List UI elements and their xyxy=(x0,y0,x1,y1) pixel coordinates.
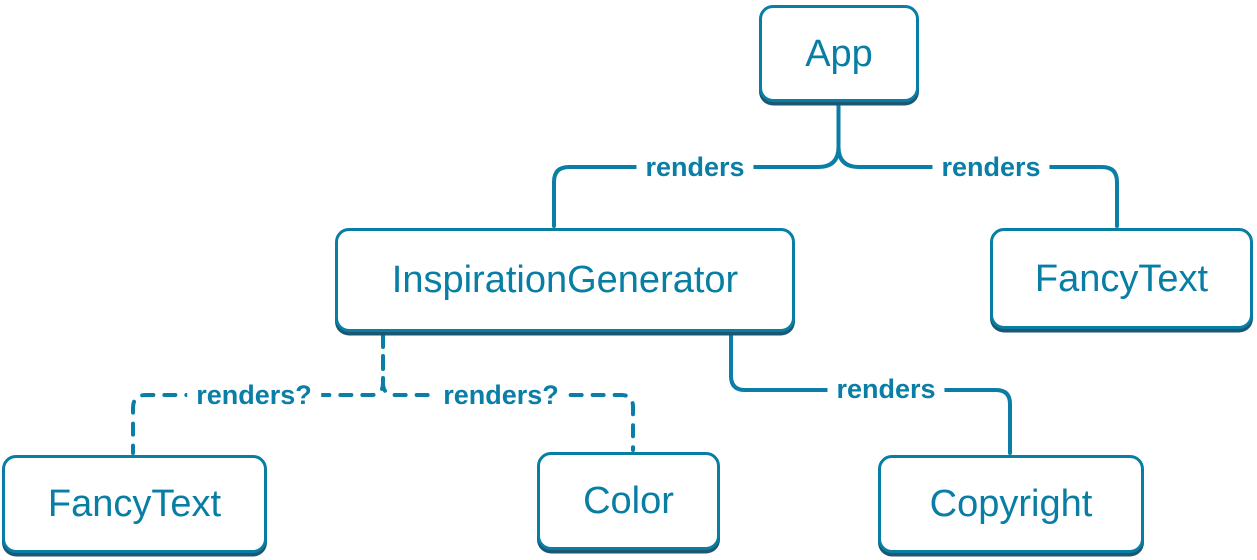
node-label: App xyxy=(805,32,873,75)
edge-label-inspirationgenerator-fancytext: renders? xyxy=(187,380,321,412)
node-app: App xyxy=(759,5,919,102)
node-fancy-text-bottom: FancyText xyxy=(2,455,267,553)
edge-label-inspirationgenerator-color: renders? xyxy=(434,380,568,412)
edge-label-app-inspirationgenerator: renders xyxy=(636,152,754,184)
edge-label-inspirationgenerator-copyright: renders xyxy=(827,374,945,406)
node-label: FancyText xyxy=(47,483,222,525)
node-label: InspirationGenerator xyxy=(391,259,739,301)
node-copyright: Copyright xyxy=(878,455,1144,553)
node-label: FancyText xyxy=(1034,257,1209,300)
node-label: Copyright xyxy=(929,483,1093,525)
node-fancy-text-top: FancyText xyxy=(990,228,1253,329)
edge-label-app-fancytext: renders xyxy=(932,152,1050,184)
node-label: Color xyxy=(583,480,674,522)
node-color: Color xyxy=(537,452,720,550)
node-inspiration-generator: InspirationGenerator xyxy=(335,228,795,332)
